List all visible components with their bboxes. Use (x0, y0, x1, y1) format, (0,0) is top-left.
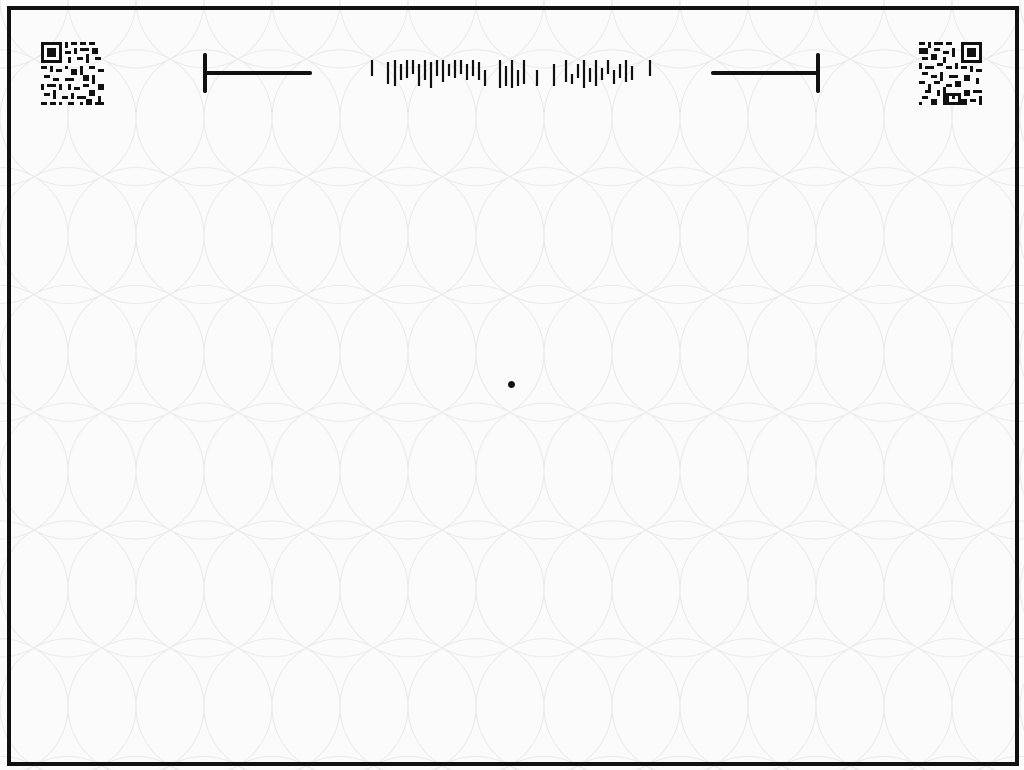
page-border (7, 6, 1019, 766)
qr-code-icon (919, 42, 982, 105)
registration-dot-icon (508, 381, 515, 388)
barcode (370, 60, 652, 88)
right-bracket-mark (711, 53, 820, 93)
left-bracket-mark (203, 53, 312, 93)
qr-code-icon (41, 42, 104, 105)
